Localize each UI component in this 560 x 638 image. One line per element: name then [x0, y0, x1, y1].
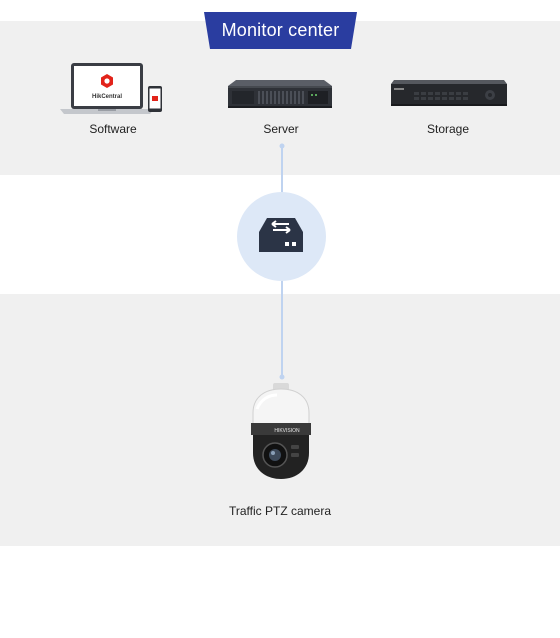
ptz-camera-device: HIKVISION	[247, 383, 315, 488]
nvr-storage-icon	[391, 80, 507, 106]
server-device	[226, 80, 334, 115]
hikcentral-logo-text: HikCentral	[92, 94, 122, 100]
server-label: Server	[263, 122, 299, 136]
hikcentral-logo-icon	[101, 74, 113, 88]
network-switch-node	[237, 192, 326, 281]
camera-label: Traffic PTZ camera	[228, 504, 332, 518]
software-label: Software	[89, 122, 137, 136]
storage-label: Storage	[426, 122, 470, 136]
ptz-camera-icon: HIKVISION	[251, 383, 311, 479]
laptop-tablet-icon: HikCentral	[60, 63, 162, 114]
storage-device	[390, 80, 508, 113]
software-device: HikCentral	[58, 62, 164, 121]
monitor-center-banner: Monitor center	[204, 12, 357, 49]
network-switch-icon	[259, 218, 303, 252]
rack-server-icon	[228, 80, 332, 108]
banner-shape	[204, 12, 357, 49]
camera-brand-text: HIKVISION	[274, 428, 300, 434]
monitor-center-title: Monitor center	[221, 20, 340, 40]
